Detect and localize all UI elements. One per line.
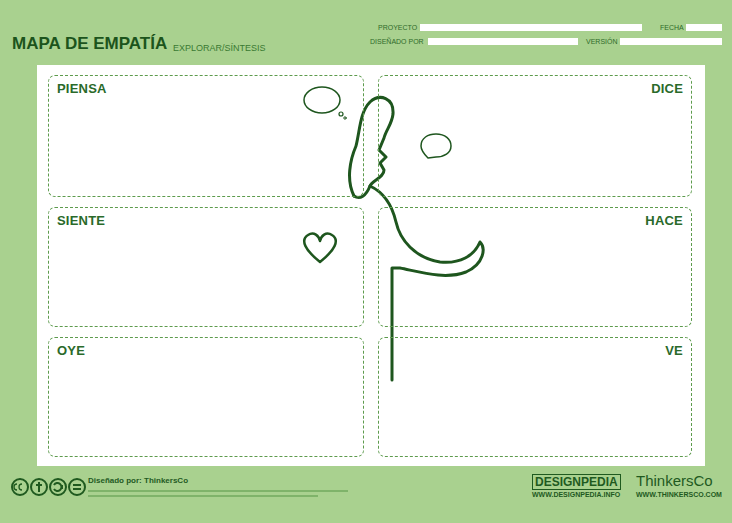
quadrant-heading: VE [665,343,683,358]
empathy-quadrant: PIENSA [48,75,364,197]
quadrant-heading: PIENSA [57,81,107,96]
field-label: VERSIÓN [586,38,618,45]
speech-bubble [421,134,451,158]
thought-bubble [304,87,340,113]
quadrant-heading: DICE [651,81,683,96]
brand-logo: DESIGNPEDIA [532,474,621,490]
empathy-quadrant: SIENTE [48,207,364,327]
brand-logo: ThinkersCo [636,472,713,489]
quadrant-heading: SIENTE [57,213,105,228]
field-bar [620,38,722,45]
quadrant-heading: HACE [645,213,683,228]
field-bar [686,24,722,31]
brand-url: WWW.THINKERSCO.COM [636,491,722,498]
page-title: MAPA DE EMPATÍA [12,34,167,54]
license-icons [12,479,85,495]
field-label: PROYECTO [378,24,417,31]
credit-text: Diseñado por: ThinkersCo [88,476,188,485]
heart-symbol [304,234,336,262]
fine-print-line [88,495,318,497]
white-panel [37,65,705,466]
field-label: FECHA [660,24,684,31]
field-label: DISEÑADO POR [370,38,424,45]
empathy-quadrant: DICE [378,75,692,197]
field-bar [420,24,642,31]
brand-url: WWW.DESIGNPEDIA.INFO [532,491,620,498]
subtitle: EXPLORAR/SÍNTESIS [173,43,266,53]
empathy-quadrant: HACE [378,207,692,327]
fine-print-line [88,490,348,492]
figure-neck [354,186,370,198]
quadrant-heading: OYE [57,343,85,358]
empathy-quadrant: VE [378,337,692,457]
empathy-quadrant: OYE [48,337,364,457]
field-bar [428,38,578,45]
